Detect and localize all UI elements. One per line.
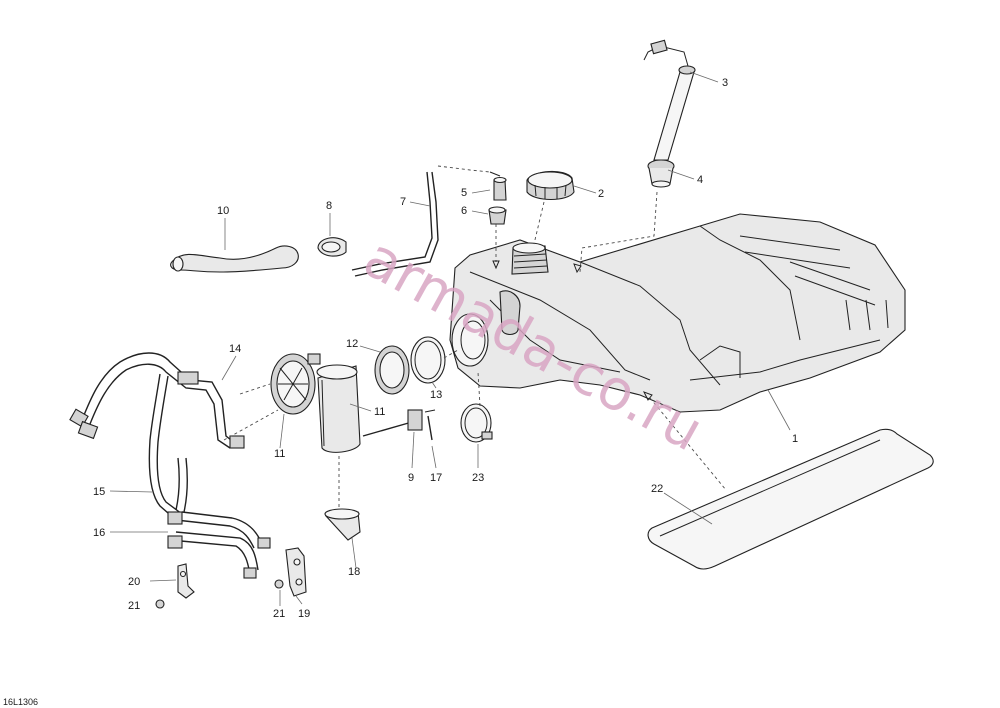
screw-part: [424, 409, 436, 441]
nut-part: [155, 579, 284, 609]
callout-20: 20: [128, 576, 140, 588]
callout-15: 15: [93, 486, 105, 498]
callout-18: 18: [348, 566, 360, 578]
callout-1: 1: [792, 433, 798, 445]
tank-strap-part: [647, 428, 934, 570]
fuel-cap-part: [526, 170, 575, 201]
sensor-part: [362, 409, 423, 437]
bracket-part: [285, 547, 307, 597]
callout-17: 17: [430, 472, 442, 484]
fuel-gauge-sender-part: [643, 39, 696, 161]
leader-lines: [109, 71, 791, 606]
callout-labels: 3 4 2 5 6 7 8 10 14 12 11 11 13 9 17 23 …: [93, 77, 798, 620]
hose-clamp-part: [317, 237, 347, 257]
callout-13: 13: [430, 389, 442, 401]
callout-14: 14: [229, 343, 241, 355]
callout-11-pump: 11: [274, 448, 285, 460]
callout-7: 7: [400, 196, 406, 208]
vent-valve-part: [489, 171, 507, 201]
callout-11-housing: 11: [374, 406, 385, 418]
strainer-filter-part: [324, 456, 361, 541]
vent-hose-part: [351, 165, 491, 277]
callout-22: 22: [651, 483, 663, 495]
callout-6: 6: [461, 205, 467, 217]
callout-12: 12: [346, 338, 358, 350]
callout-10: 10: [217, 205, 229, 217]
figure-id: 16L1306: [3, 697, 38, 707]
callout-23: 23: [472, 472, 484, 484]
grommet-part: [647, 159, 675, 188]
fuel-tank-part: [449, 213, 906, 413]
callout-2: 2: [598, 188, 604, 200]
callout-21-left: 21: [128, 600, 140, 612]
fuel-pump-module-part: [270, 353, 361, 453]
filler-hose-part: [170, 245, 299, 273]
callout-3: 3: [722, 77, 728, 89]
large-clamp-part: [460, 403, 493, 443]
callout-8: 8: [326, 200, 332, 212]
callout-4: 4: [697, 174, 703, 186]
seal-ring-part: [410, 336, 446, 384]
bracket-part: [177, 563, 195, 599]
rubber-washer-part: [488, 206, 507, 225]
callout-5: 5: [461, 187, 467, 199]
callout-16: 16: [93, 527, 105, 539]
callout-21-right: 21: [273, 608, 285, 620]
assembly-guide-lines: [223, 191, 727, 491]
ring-nut-part: [374, 345, 410, 395]
callout-9: 9: [408, 472, 414, 484]
fuel-line-assembly-part: [69, 352, 271, 579]
callout-19: 19: [298, 608, 310, 620]
